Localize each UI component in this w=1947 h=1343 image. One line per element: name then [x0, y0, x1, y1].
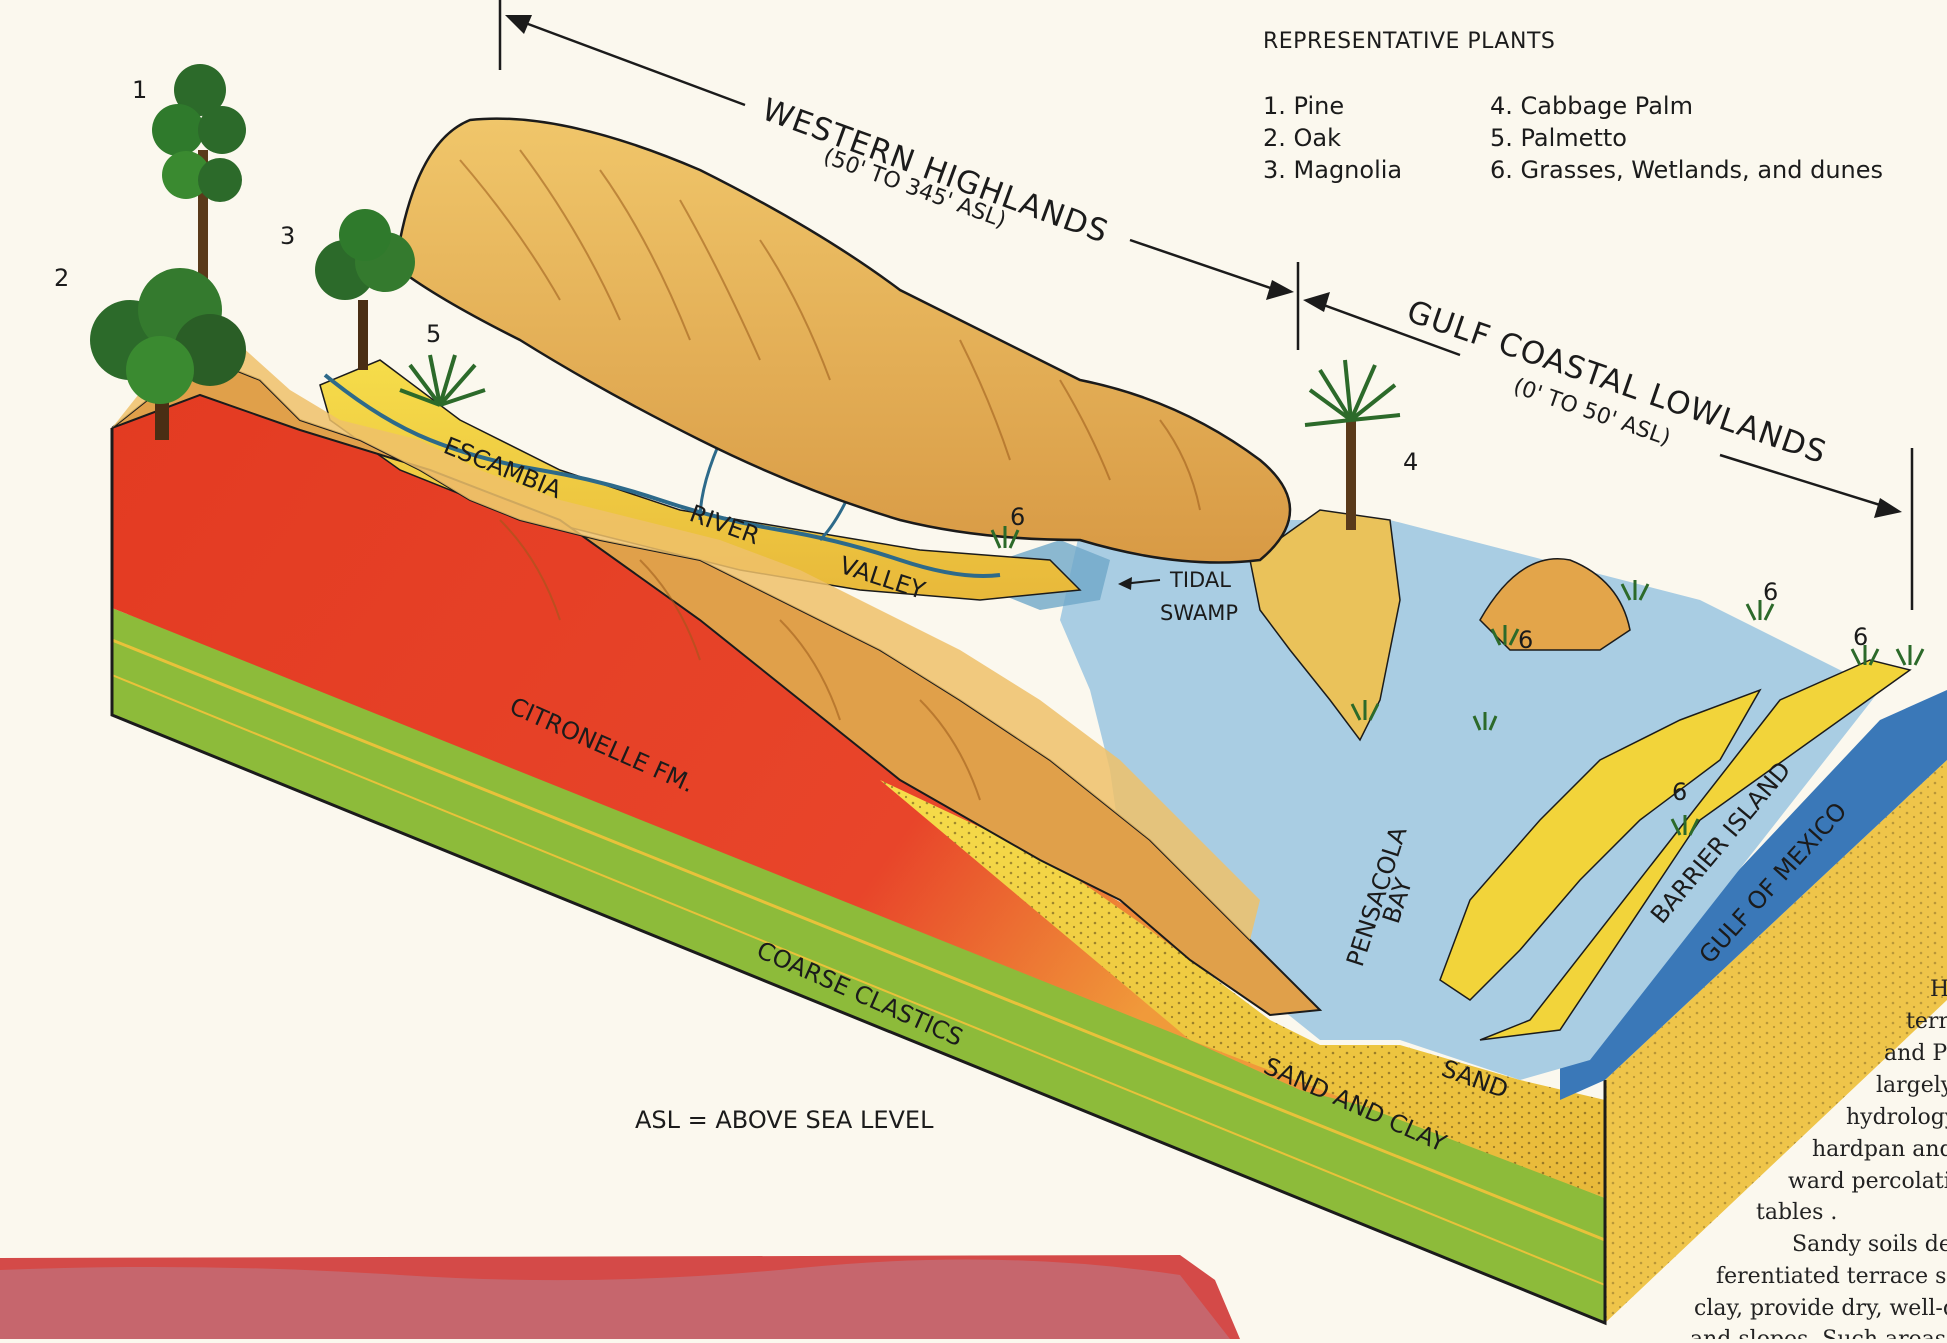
body-text-line: Sandy soils de — [1792, 1232, 1947, 1257]
plant-number-grass: 6 — [1763, 578, 1778, 606]
label-swamp: SWAMP — [1160, 601, 1238, 625]
legend-title: REPRESENTATIVE PLANTS — [1263, 29, 1555, 54]
legend-item-cabbage-palm: 4. Cabbage Palm — [1490, 92, 1693, 120]
legend-item-oak: 2. Oak — [1263, 124, 1341, 152]
legend-item-palmetto: 5. Palmetto — [1490, 124, 1627, 152]
body-text-line: terr — [1906, 1009, 1947, 1034]
cabbage-palm — [1305, 360, 1400, 530]
body-text-line: hardpan and — [1812, 1137, 1947, 1162]
body-text-line: clay, provide dry, well-d — [1694, 1296, 1947, 1321]
plant-number-pine: 1 — [132, 76, 147, 104]
asl-note: ASL = ABOVE SEA LEVEL — [635, 1106, 934, 1134]
body-text-line: largely — [1876, 1073, 1947, 1098]
plant-number-grass: 6 — [1010, 503, 1025, 531]
legend-item-magnolia: 3. Magnolia — [1263, 156, 1402, 184]
plant-number-grass: 6 — [1672, 778, 1687, 806]
plant-number-cabbage-palm: 4 — [1403, 448, 1418, 476]
body-text-line: hydrology — [1846, 1105, 1947, 1130]
plant-number-palmetto: 5 — [426, 320, 441, 348]
legend-item-grasses: 6. Grasses, Wetlands, and dunes — [1490, 156, 1883, 184]
body-text-line: H — [1930, 977, 1947, 1002]
western-highlands-title: WESTERN HIGHLANDS — [757, 92, 1113, 251]
pine-tree — [152, 64, 246, 290]
plant-number-grass: 6 — [1518, 626, 1533, 654]
body-text-line: ward percolati — [1788, 1169, 1947, 1194]
label-tidal: TIDAL — [1169, 568, 1231, 592]
legend-item-pine: 1. Pine — [1263, 92, 1344, 120]
body-text-line: and P — [1884, 1041, 1947, 1066]
body-text-line: tables . — [1756, 1200, 1837, 1225]
gulf-coastal-lowlands-title: GULF COASTAL LOWLANDS — [1402, 294, 1831, 472]
body-text-line: and slopes. Such areas — [1690, 1327, 1946, 1339]
body-text-line: ferentiated terrace sa — [1716, 1264, 1947, 1289]
magnolia-tree — [315, 209, 415, 370]
plant-number-grass: 6 — [1853, 623, 1868, 651]
plant-number-oak: 2 — [54, 264, 69, 292]
plant-number-magnolia: 3 — [280, 222, 295, 250]
